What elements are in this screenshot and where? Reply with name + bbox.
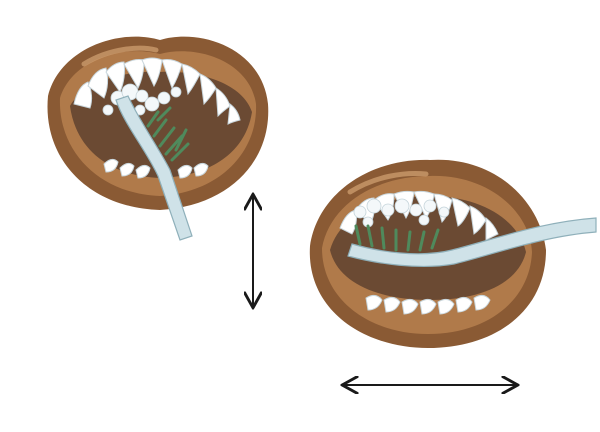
- mouth-upper-teeth-brushing: [47, 36, 269, 241]
- toothbrush: [347, 217, 597, 268]
- toothbrush-bristles: [146, 106, 190, 162]
- toothbrush-bristles: [354, 224, 440, 252]
- lower-teeth: [103, 158, 209, 179]
- toothpaste-foam: [102, 83, 182, 116]
- toothbrush-handle: [115, 95, 193, 241]
- toothpaste-foam: [353, 198, 450, 228]
- upper-teeth: [73, 57, 241, 125]
- toothbrush-handle: [347, 217, 597, 268]
- mouth-lower-teeth-brushing: [309, 159, 597, 348]
- toothbrush: [115, 95, 193, 241]
- lower-teeth: [365, 294, 491, 315]
